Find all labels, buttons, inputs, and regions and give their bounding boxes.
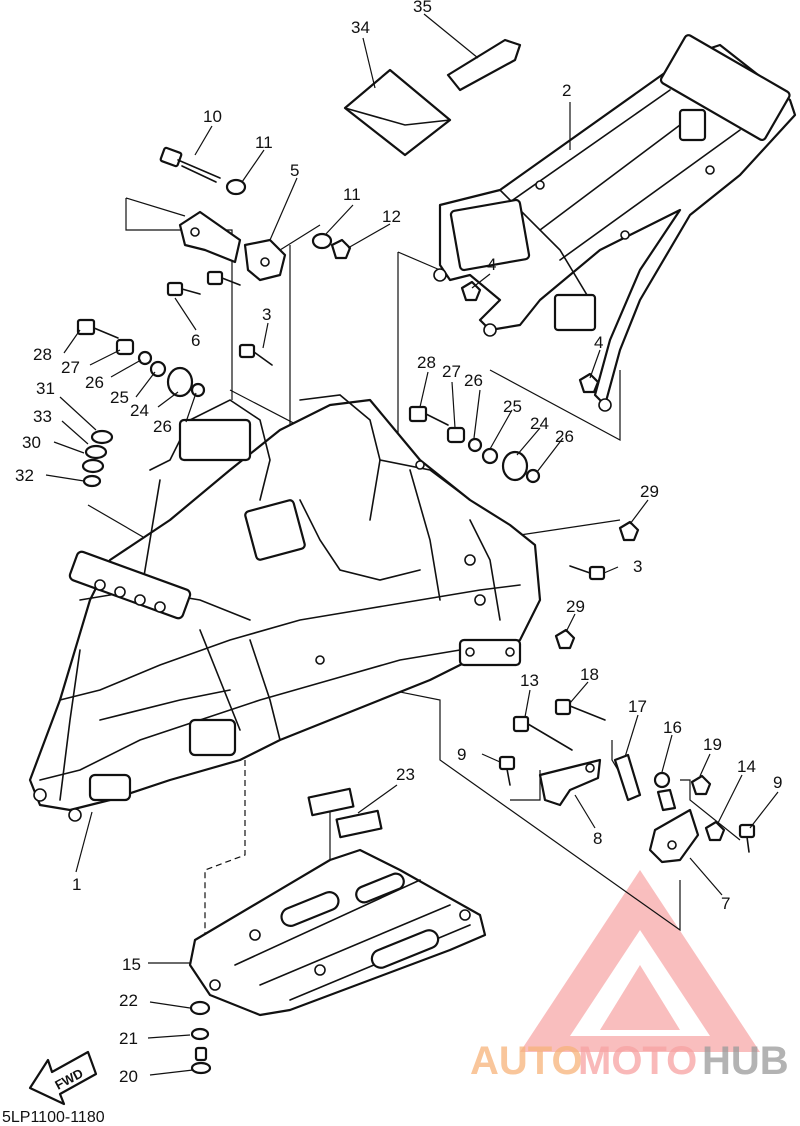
callout-16: 16 xyxy=(663,718,682,737)
hardware-parts xyxy=(76,38,756,1075)
callout-23: 23 xyxy=(396,765,415,784)
callout-32: 32 xyxy=(15,466,34,485)
watermark-moto: MOTO xyxy=(578,1039,697,1083)
callout-15: 15 xyxy=(122,955,141,974)
callout-25: 25 xyxy=(503,397,522,416)
callout-2: 2 xyxy=(562,81,571,100)
callout-3: 3 xyxy=(633,557,642,576)
callout-3: 3 xyxy=(262,305,271,324)
diagram-code: 5LP1100-1180 xyxy=(2,1109,105,1126)
callout-10: 10 xyxy=(203,107,222,126)
callout-28: 28 xyxy=(33,345,52,364)
callout-27: 27 xyxy=(61,358,80,377)
fwd-arrow-icon: FWD xyxy=(28,1050,98,1106)
callout-11: 11 xyxy=(255,133,273,152)
callout-26: 26 xyxy=(555,427,574,446)
rear-frame xyxy=(433,34,797,412)
callout-20: 20 xyxy=(119,1067,138,1086)
skid-plate xyxy=(188,848,487,1017)
callout-26: 26 xyxy=(85,373,104,392)
callout-30: 30 xyxy=(22,433,41,452)
callout-29: 29 xyxy=(566,597,585,616)
watermark-auto: AUTO xyxy=(470,1039,583,1083)
callout-22: 22 xyxy=(119,991,138,1010)
callout-17: 17 xyxy=(628,697,647,716)
callout-13: 13 xyxy=(520,671,539,690)
callout-7: 7 xyxy=(721,894,730,913)
callout-11: 11 xyxy=(343,185,361,204)
callout-5: 5 xyxy=(290,161,299,180)
callout-9: 9 xyxy=(773,773,782,792)
callout-24: 24 xyxy=(530,414,549,433)
callout-1: 1 xyxy=(72,875,81,894)
callout-4: 4 xyxy=(487,255,496,274)
callout-14: 14 xyxy=(737,757,756,776)
watermark-text: AUTO MOTO HUB xyxy=(470,1039,789,1083)
callout-24: 24 xyxy=(130,401,149,420)
callout-27: 27 xyxy=(442,362,461,381)
callout-labels: 1 2 3 3 4 4 5 6 7 8 9 9 10 11 11 12 13 1… xyxy=(15,0,782,1086)
callout-12: 12 xyxy=(382,207,401,226)
callout-4: 4 xyxy=(594,333,603,352)
callout-19: 19 xyxy=(703,735,722,754)
callout-8: 8 xyxy=(593,829,602,848)
watermark-logo xyxy=(520,870,760,1052)
callout-26: 26 xyxy=(153,417,172,436)
callout-18: 18 xyxy=(580,665,599,684)
callout-33: 33 xyxy=(33,407,52,426)
callout-31: 31 xyxy=(36,379,55,398)
callout-28: 28 xyxy=(417,353,436,372)
callout-9: 9 xyxy=(457,745,466,764)
callout-26: 26 xyxy=(464,371,483,390)
callout-34: 34 xyxy=(351,18,370,37)
watermark-hub: HUB xyxy=(702,1039,789,1083)
callout-29: 29 xyxy=(640,482,659,501)
callout-35: 35 xyxy=(413,0,432,16)
callout-21: 21 xyxy=(119,1029,138,1048)
callout-25: 25 xyxy=(110,388,129,407)
leader-lines xyxy=(45,13,779,1076)
callout-6: 6 xyxy=(191,331,200,350)
main-frame xyxy=(28,394,542,822)
